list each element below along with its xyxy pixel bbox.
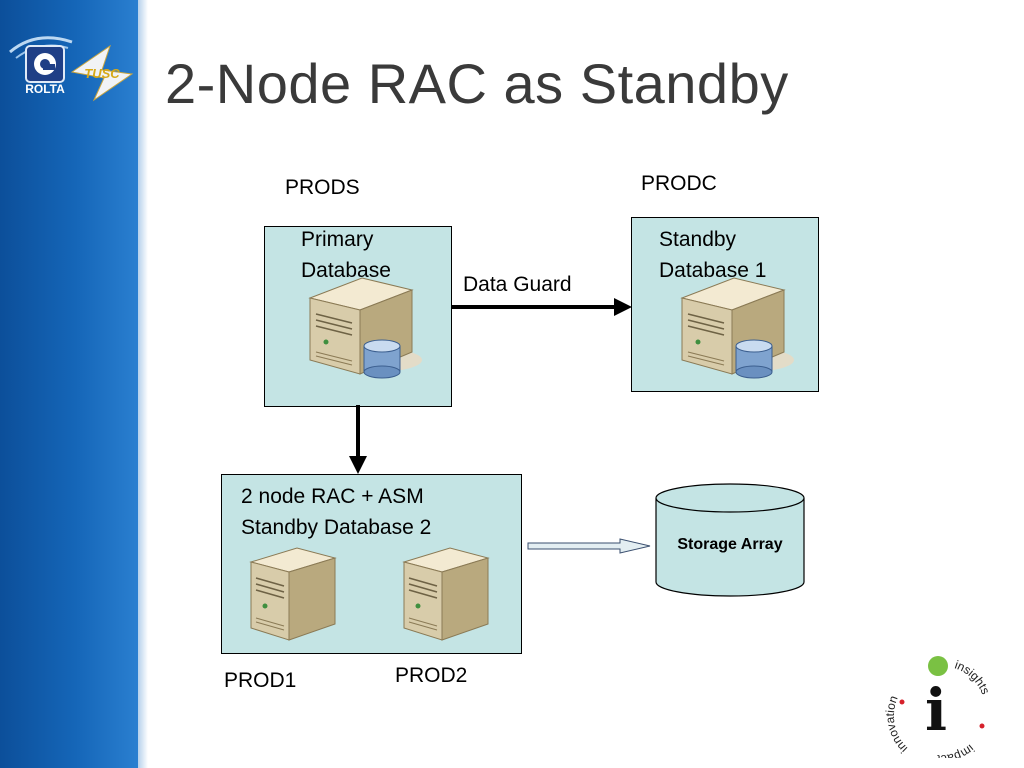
slide-title: 2-Node RAC as Standby xyxy=(165,52,789,115)
rac-to-storage-arrow xyxy=(527,538,651,554)
standby-database-server-icon xyxy=(680,277,794,379)
primary-box-line2: Database xyxy=(301,259,391,282)
standby1-box-line2: Database 1 xyxy=(659,259,767,282)
innovation-insights-impact-logo: innovation insights impact i xyxy=(884,656,993,758)
svg-text:insights: insights xyxy=(953,658,993,697)
prodc-label: PRODC xyxy=(641,172,717,195)
rolta-logo-text: ROLTA xyxy=(25,82,65,96)
prods-label: PRODS xyxy=(285,176,360,199)
primary-to-rac-arrow xyxy=(349,405,367,474)
primary-box-line1: Primary xyxy=(301,228,374,251)
logo-red-dot-left xyxy=(899,699,905,705)
standby1-box-line1: Standby xyxy=(659,228,737,251)
svg-text:innovation: innovation xyxy=(884,694,910,756)
storage-array-cylinder xyxy=(655,483,805,597)
rolta-tusc-logo: ROLTA TUSC xyxy=(9,36,134,102)
svg-text:impact: impact xyxy=(936,742,977,758)
rac-node-1-server-icon xyxy=(249,547,337,641)
logo-green-dot xyxy=(928,656,948,676)
tusc-logo-text: TUSC xyxy=(84,66,120,81)
logo-word-impact: impact xyxy=(936,742,977,758)
data-guard-arrow xyxy=(452,298,632,316)
prod1-label: PROD1 xyxy=(224,669,297,692)
logo-word-insights: insights xyxy=(953,658,993,697)
rac-box-line2: Standby Database 2 xyxy=(241,516,432,539)
prod2-label: PROD2 xyxy=(395,664,468,687)
sidebar-band xyxy=(0,0,148,768)
logo-letter-i: i xyxy=(925,676,947,744)
logo-red-dot-right xyxy=(979,723,985,729)
primary-database-server-icon xyxy=(308,277,422,379)
data-guard-label: Data Guard xyxy=(463,273,572,296)
rac-box-line1: 2 node RAC + ASM xyxy=(241,485,424,508)
logo-word-innovation: innovation xyxy=(884,694,910,756)
storage-array-label: Storage Array xyxy=(677,536,783,553)
rac-node-2-server-icon xyxy=(402,547,490,641)
